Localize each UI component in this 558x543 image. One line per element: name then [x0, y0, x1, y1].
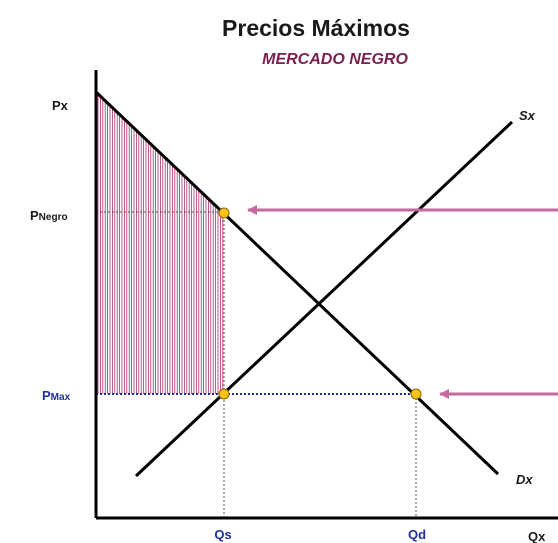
- p-max-label-main: P: [42, 388, 51, 403]
- demand-curve: [94, 90, 500, 476]
- qs-label: Qs: [214, 527, 231, 542]
- black-market-hatch-area: [97, 92, 224, 394]
- supply-curve: [134, 120, 514, 478]
- p-max-label-sub: Max: [51, 392, 71, 403]
- quantity-demanded-point: [410, 388, 422, 400]
- diagram-title: Precios Máximos: [222, 15, 410, 41]
- p-max-label: PMax: [42, 388, 71, 403]
- supply-label: Sx: [519, 108, 536, 123]
- p-negro-label-main: P: [30, 208, 39, 223]
- quantity-supplied-point: [218, 388, 230, 400]
- diagram-subtitle: MERCADO NEGRO: [262, 51, 408, 68]
- qd-label: Qd: [408, 527, 426, 542]
- black-market-point: [218, 207, 230, 219]
- p-negro-label: PNegro: [30, 208, 68, 223]
- p-negro-label-sub: Negro: [39, 212, 68, 223]
- price-axis-label: Px: [52, 98, 69, 113]
- quantity-axis-label: Qx: [528, 529, 546, 543]
- demand-label: Dx: [516, 472, 533, 487]
